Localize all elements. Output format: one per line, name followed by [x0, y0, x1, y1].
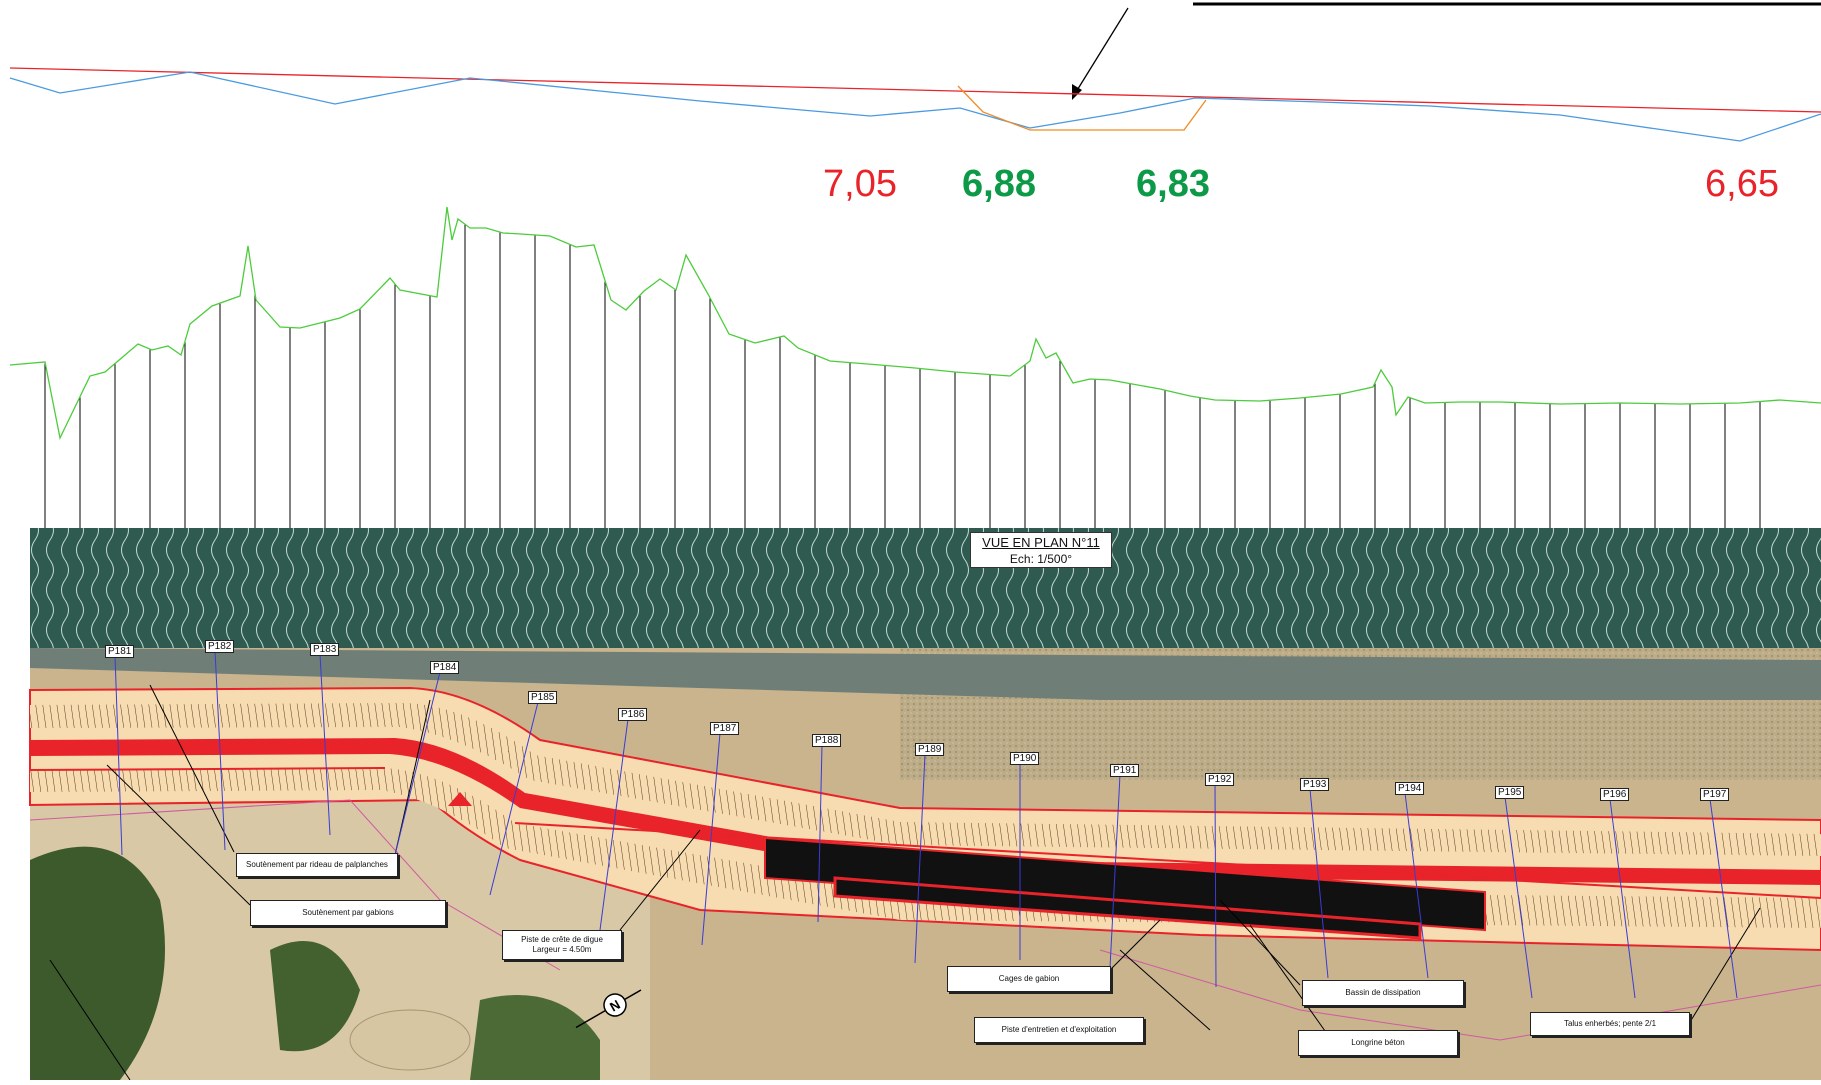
tree-cluster [270, 941, 360, 1052]
profile-tag: P186 [618, 708, 648, 721]
station-leader-line [394, 671, 441, 856]
annotation-longrine: Longrine béton [1298, 1030, 1458, 1056]
tree-cluster [470, 995, 600, 1080]
profile-tag: P193 [1300, 778, 1330, 791]
profile-tag: P194 [1395, 782, 1425, 795]
road-hatch-bottom [30, 768, 1821, 928]
road-hatch-top [30, 703, 1821, 856]
profile-verticals [44, 224, 1761, 528]
profile-tag: P181 [105, 645, 135, 658]
profile-tag: P188 [812, 734, 842, 747]
profile-tag: P185 [528, 691, 558, 704]
station-leader-line [319, 653, 331, 836]
pointer-arrow-head [1072, 84, 1082, 100]
pointer-arrow-line [1075, 7, 1129, 93]
station-leader-line [817, 744, 823, 923]
level-label: 7,05 [823, 163, 897, 205]
station-leader-line [599, 718, 629, 931]
road-marker [448, 792, 472, 806]
profile-tag: P196 [1600, 788, 1630, 801]
level-label: 6,65 [1705, 163, 1779, 205]
design-line [9, 67, 1821, 113]
road-edge-line [514, 822, 1821, 899]
profile-tag: P192 [1205, 773, 1235, 786]
profile-tag: P197 [1700, 788, 1730, 801]
profile-tag: P187 [710, 722, 740, 735]
station-leaders [114, 650, 1738, 999]
contour-lines [30, 528, 1821, 648]
station-leader-line [1709, 798, 1738, 999]
profile-tag: P183 [310, 643, 340, 656]
riverbank-slope [30, 648, 1821, 700]
north-arrow-icon: N [575, 989, 642, 1029]
plan-title-box: VUE EN PLAN N°11 Ech: 1/500° [970, 532, 1112, 568]
station-leader-line [1504, 796, 1533, 999]
gabion-cage-block [764, 836, 1486, 932]
profile-tag: P191 [1110, 764, 1140, 777]
leader-lines [49, 684, 1761, 1081]
station-leader-line [489, 701, 539, 896]
station-leader-line [1214, 783, 1217, 988]
annotation-talus: Talus enherbés; pente 2/1 [1530, 1012, 1690, 1036]
ground-profile-line [9, 206, 1821, 441]
station-leader-line [214, 650, 226, 851]
profile-tag: P190 [1010, 752, 1040, 765]
level-label: 6,88 [962, 163, 1036, 205]
station-leader-line [114, 655, 123, 856]
plan-scale: Ech: 1/500° [1009, 552, 1073, 566]
annotation-gabions: Soutènement par gabions [250, 900, 446, 926]
profile-tag: P189 [915, 743, 945, 756]
dissipation-basin [833, 876, 1422, 940]
station-leader-line [1309, 788, 1329, 979]
tree-cluster [30, 846, 165, 1080]
water-line [9, 71, 1821, 142]
annotation-bassin: Bassin de dissipation [1302, 980, 1464, 1006]
profile-tag: P184 [430, 661, 460, 674]
station-leader-line [914, 753, 926, 964]
station-leader-line [1609, 798, 1636, 999]
profile-tag: P195 [1495, 786, 1525, 799]
boundary-line [29, 799, 561, 971]
profile-tag: P182 [205, 640, 235, 653]
station-leader-line [1404, 792, 1429, 979]
annotation-piste-entretien: Piste d'entretien et d'exploitation [974, 1017, 1144, 1043]
annotation-cages: Cages de gabion [947, 966, 1111, 992]
plan-title: VUE EN PLAN N°11 [982, 535, 1100, 550]
annotation-palplanches: Soutènement par rideau de palplanches [236, 853, 398, 877]
road-red-strip [30, 738, 1821, 885]
arena-circle [349, 1009, 471, 1071]
station-leader-line [701, 732, 721, 946]
excavation-line [957, 85, 1207, 131]
station-leader-line [1109, 774, 1121, 969]
level-label: 6,83 [1136, 163, 1210, 205]
